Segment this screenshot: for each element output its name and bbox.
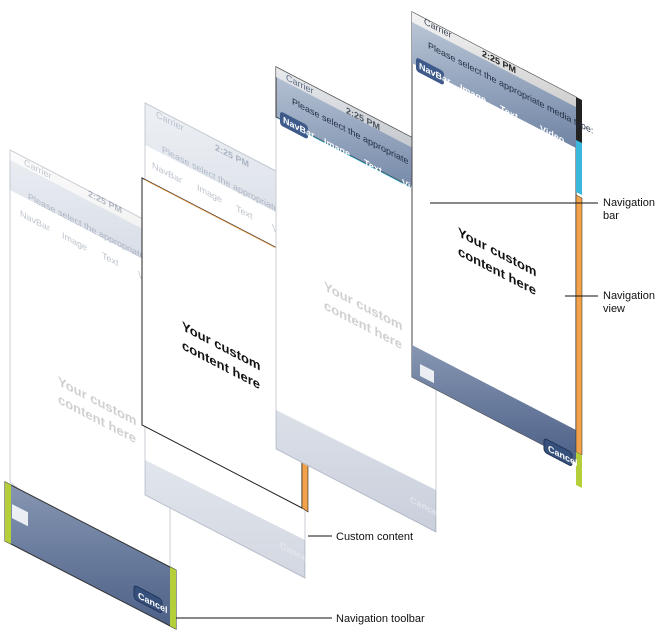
- layer-navigation-view: Carrier 2:25 PM Please select the approp…: [411, 11, 593, 488]
- ghost-navbar-2: [145, 103, 305, 578]
- ghost-navbar: [10, 150, 170, 273]
- action-icon[interactable]: [12, 504, 28, 527]
- toolbar-highlight-edge: [170, 567, 176, 629]
- view-nav-edge: [576, 140, 582, 195]
- view-toolbar-edge: [576, 452, 582, 488]
- label-navigation-bar-2: bar: [603, 210, 619, 222]
- view-content-edge: [575, 194, 583, 456]
- view-action-icon[interactable]: [420, 364, 434, 384]
- content-top-edge: [142, 178, 308, 265]
- label-custom-content: Custom content: [336, 531, 413, 543]
- label-navigation-bar-1: Navigation: [603, 197, 655, 209]
- label-navigation-toolbar: Navigation toolbar: [336, 613, 425, 625]
- layer-custom-content: Carrier 2:25 PM Please select the approp…: [141, 102, 327, 579]
- label-navigation-view-2: view: [603, 303, 625, 315]
- ghost-toolbar-3: [276, 410, 436, 532]
- callout-lines: [176, 202, 598, 619]
- label-navigation-view-1: Navigation: [603, 290, 655, 302]
